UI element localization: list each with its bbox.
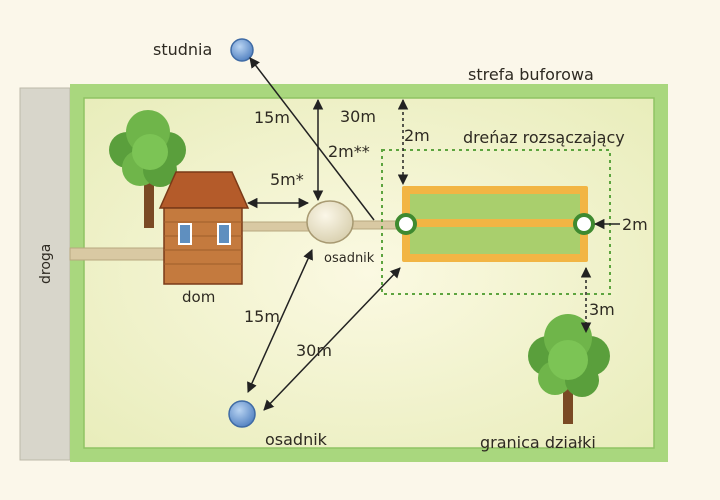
- road-pipe: [69, 247, 167, 261]
- road: [19, 87, 71, 461]
- label-15m-bottom: 15m: [244, 307, 280, 326]
- drain-pipe: [406, 219, 584, 227]
- tree-left: [109, 110, 186, 228]
- label-droga: droga: [38, 244, 54, 284]
- arrow-well-to-drain: [249, 57, 375, 221]
- label-2m-right: 2m: [622, 215, 648, 234]
- label-osadnik-bottom: osadnik: [265, 430, 328, 449]
- house: [158, 171, 250, 285]
- drainage-buffer-zone: [381, 149, 611, 295]
- drain-end-right: [573, 213, 595, 235]
- well-top: [230, 38, 254, 62]
- tree-right: [528, 314, 610, 424]
- well-bottom: [228, 400, 256, 428]
- label-strefa-buforowa: strefa buforowa: [468, 65, 594, 84]
- septic-tank: [306, 200, 354, 244]
- label-studnia: studnia: [153, 40, 212, 59]
- label-drenaz: dreńaz rozsączający: [463, 128, 625, 147]
- drain-end-left: [395, 213, 417, 235]
- label-3m: 3m: [589, 300, 615, 319]
- label-30m-bottom: 30m: [296, 341, 332, 360]
- label-granica: granica działki: [480, 433, 596, 452]
- label-2m-star: 2m**: [328, 142, 370, 161]
- label-2m-top: 2m: [404, 126, 430, 145]
- label-osadnik-center: osadnik: [324, 251, 375, 266]
- label-15m-top: 15m: [254, 108, 290, 127]
- plot-boundary: [83, 97, 655, 449]
- house-to-tank-pipe: [241, 221, 315, 232]
- label-dom: dom: [182, 288, 215, 306]
- arrow-30m-bottom: [263, 267, 401, 411]
- label-5m: 5m*: [270, 170, 304, 189]
- label-30m-top: 30m: [340, 107, 376, 126]
